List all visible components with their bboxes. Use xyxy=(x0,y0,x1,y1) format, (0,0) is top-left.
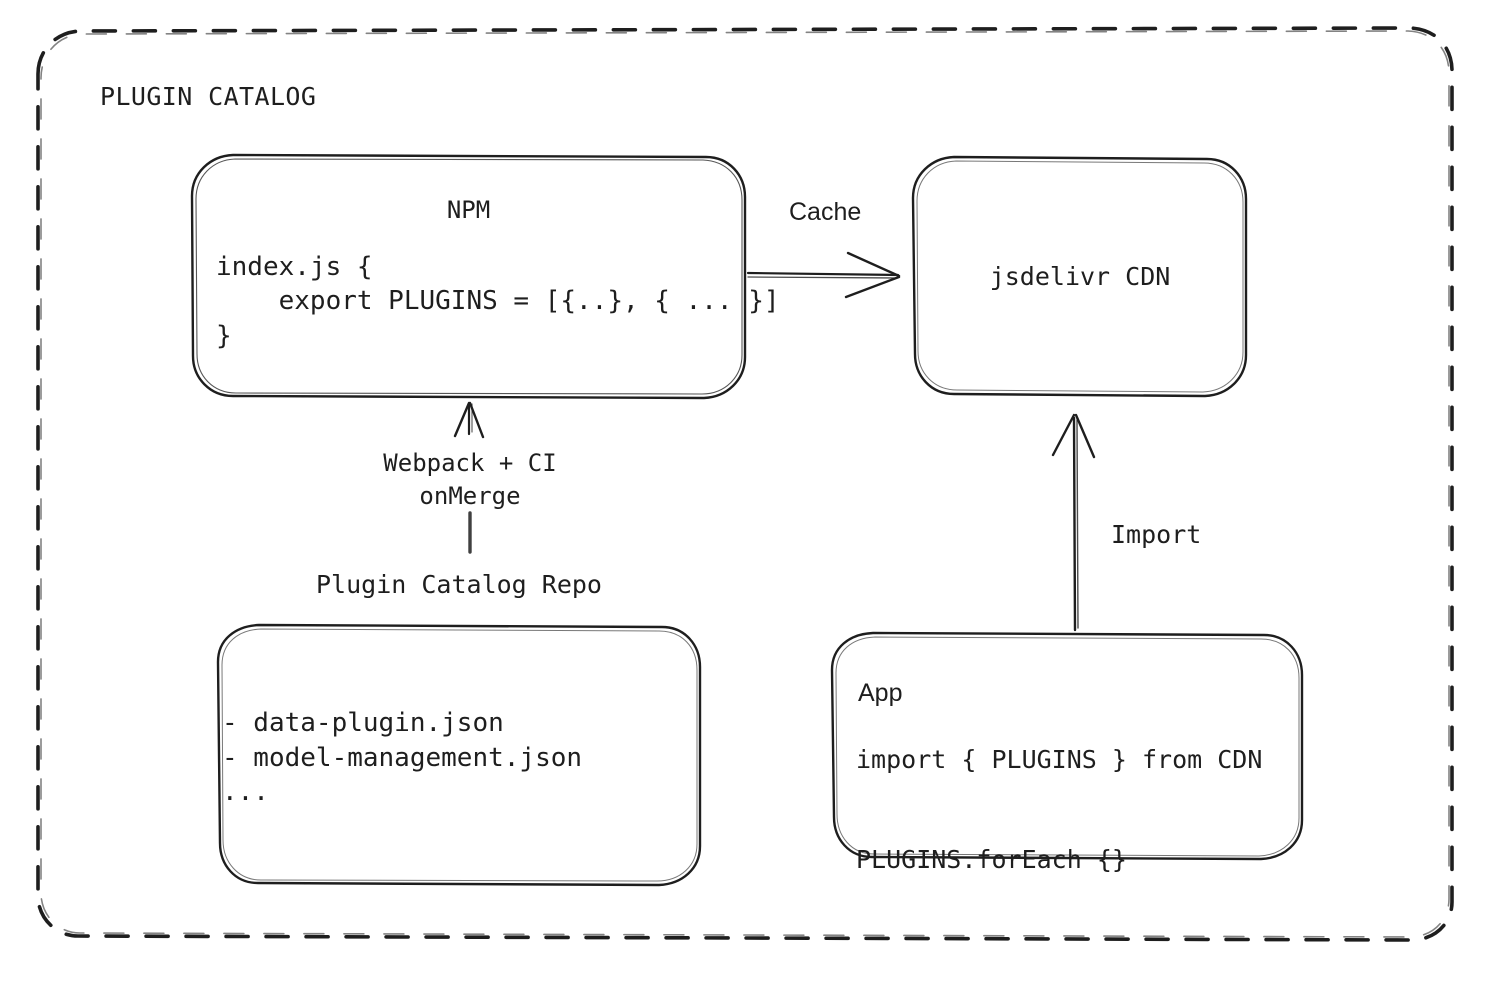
repo-box-label: Plugin Catalog Repo xyxy=(316,570,602,599)
app-box-code: import { PLUGINS } from CDN PLUGINS.forE… xyxy=(856,745,1263,874)
edge-label-webpack-ci-onmerge: Webpack + CI onMerge xyxy=(383,449,557,511)
repo-box-file-list: - data-plugin.json - model-management.js… xyxy=(222,708,583,808)
npm-box-title: NPM xyxy=(446,196,491,224)
edge-label-cache: Cache xyxy=(789,198,862,226)
npm-box-code: index.js { export PLUGINS = [{..}, { ...… xyxy=(216,252,780,351)
arrow-app-to-cdn xyxy=(1051,413,1096,632)
edge-label-import: Import xyxy=(1111,520,1202,549)
cdn-box-title: jsdelivr CDN xyxy=(989,262,1171,291)
app-box-title: App xyxy=(858,679,903,707)
container-title: PLUGIN CATALOG xyxy=(100,82,317,111)
